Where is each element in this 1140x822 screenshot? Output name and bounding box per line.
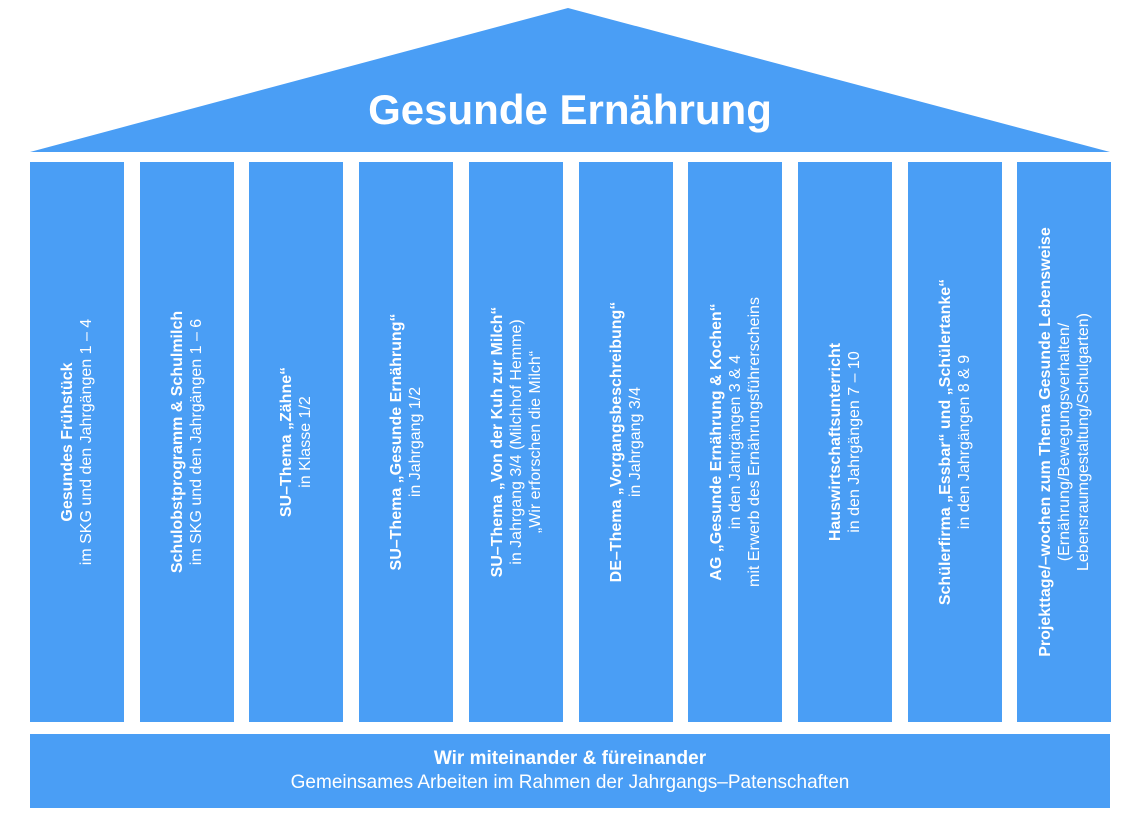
pillar-5: SU–Thema „Von der Kuh zur Milch“in Jahrg… [469, 162, 563, 722]
pillar-title: Projekttage/–wochen zum Thema Gesunde Le… [1036, 227, 1054, 657]
pillar-title: SU–Thema „Zähne“ [278, 366, 295, 518]
pillar-subtitle: „Wir erforschen die Milch“ [526, 350, 544, 534]
pillar-title: SU–Thema „Gesunde Ernährung“ [388, 313, 405, 571]
pillar-text: Schülerfirma „Essbar“ und „Schülertanke“… [908, 172, 1002, 712]
pillar-title: Schülerfirma „Essbar“ und „Schülertanke“ [937, 278, 954, 606]
pillar-title: Hauswirtschaftsunterricht [827, 342, 844, 542]
pillar-subtitle: in Klasse 1/2 [297, 396, 314, 488]
pillar-text: DE–Thema „Vorgangsbeschreibung“in Jahrga… [579, 172, 673, 712]
roof-title: Gesunde Ernährung [368, 86, 772, 133]
pillar-subtitle: im SKG und den Jahrgängen 1 – 4 [78, 318, 95, 566]
pillar-subtitle: in den Jahrgängen 3 & 4 [726, 354, 744, 530]
base-subtitle: Gemeinsames Arbeiten im Rahmen der Jahrg… [290, 772, 850, 793]
pillar-6: DE–Thema „Vorgangsbeschreibung“in Jahrga… [579, 162, 673, 722]
pillar-title: SU–Thema „Von der Kuh zur Milch“ [488, 306, 506, 578]
pillar-subtitle: (Ernährung/Bewegungsverhalten/ [1055, 322, 1073, 562]
roof-shape [30, 8, 1110, 152]
pillar-subtitle: in den Jahrgängen 7 – 10 [846, 351, 863, 533]
roof-triangle [30, 8, 1110, 152]
pillar-subtitle: in Jahrgang 3/4 [627, 386, 644, 498]
pillar-7: AG „Gesunde Ernährung & Kochen“in den Ja… [688, 162, 782, 722]
pillar-subtitle: Lebensraumgestaltung/Schulgarten) [1074, 313, 1092, 571]
pillar-subtitle: in den Jahrgängen 8 & 9 [956, 354, 973, 530]
pillar-subtitle: mit Erwerb des Ernährungsführerscheins [745, 297, 763, 587]
pillar-title: Gesundes Frühstück [59, 362, 76, 522]
pillar-3: SU–Thema „Zähne“in Klasse 1/2 [249, 162, 343, 722]
pillar-title: DE–Thema „Vorgangsbeschreibung“ [608, 301, 625, 583]
pillar-text: AG „Gesunde Ernährung & Kochen“in den Ja… [688, 172, 782, 712]
base-title: Wir miteinander & füreinander [433, 748, 707, 769]
pillar-text: SU–Thema „Gesunde Ernährung“in Jahrgang … [359, 172, 453, 712]
foundation-base: Wir miteinander & füreinander Gemeinsame… [30, 734, 1110, 808]
pillar-10: Projekttage/–wochen zum Thema Gesunde Le… [1017, 162, 1111, 722]
pillar-title: Schulobstprogramm & Schulmilch [169, 310, 186, 574]
pillar-text: SU–Thema „Zähne“in Klasse 1/2 [249, 172, 343, 712]
pillar-9: Schülerfirma „Essbar“ und „Schülertanke“… [908, 162, 1002, 722]
pillar-title: AG „Gesunde Ernährung & Kochen“ [707, 303, 725, 581]
pillar-text: SU–Thema „Von der Kuh zur Milch“in Jahrg… [469, 172, 563, 712]
pillar-subtitle: in Jahrgang 1/2 [407, 386, 424, 498]
pillar-text: Projekttage/–wochen zum Thema Gesunde Le… [1017, 172, 1111, 712]
pillar-subtitle: in Jahrgang 3/4 (Milchhof Hemme) [507, 319, 525, 565]
pillar-4: SU–Thema „Gesunde Ernährung“in Jahrgang … [359, 162, 453, 722]
pillar-subtitle: im SKG und den Jahrgängen 1 – 6 [188, 318, 205, 566]
